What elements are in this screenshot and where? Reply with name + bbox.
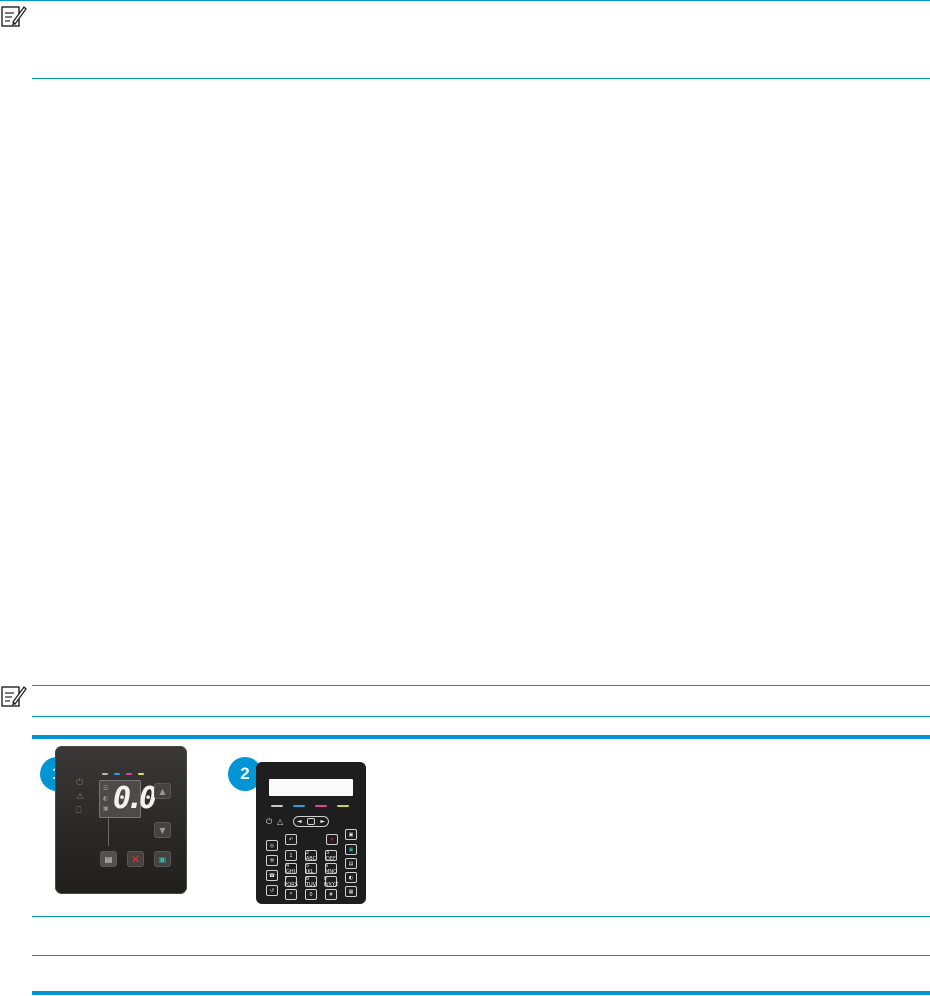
- fax-button[interactable]: ☎: [266, 870, 278, 881]
- note-icon: [1, 6, 27, 27]
- up-arrow-icon: ▲: [159, 786, 166, 796]
- panel1-display-digits: 0.0: [113, 781, 157, 816]
- wrench-icon: ⚒: [269, 857, 275, 864]
- copy-menu-icon: ▤: [348, 860, 354, 867]
- start-copy-button[interactable]: ▣: [154, 851, 171, 867]
- keypad-key[interactable]: 5 JKL: [305, 863, 317, 875]
- lighter-darker-icon: ◐: [348, 874, 354, 881]
- lighter-darker-button[interactable]: ◐: [345, 872, 357, 883]
- redial-icon: ↺: [269, 887, 275, 894]
- keypad-key[interactable]: 1: [285, 850, 297, 861]
- connector-line: [108, 816, 109, 846]
- keypad-key[interactable]: 8 TUV: [305, 875, 317, 888]
- ink-led-black: [102, 773, 108, 775]
- attention-icon: △: [277, 817, 284, 826]
- keypad-key[interactable]: 6 MNO: [325, 862, 338, 875]
- ink-led-yellow: [337, 805, 349, 807]
- right-arrow-icon[interactable]: ►: [320, 818, 325, 825]
- down-arrow-button[interactable]: ▼: [154, 822, 171, 838]
- panel2-display: [269, 779, 353, 796]
- copy-menu-button[interactable]: ▤: [345, 858, 357, 869]
- cancel-icon: ✕: [329, 836, 335, 843]
- ok-button[interactable]: [307, 818, 315, 825]
- note-top-rule: [0, 0, 930, 1]
- copy-menu-button[interactable]: ▤: [100, 851, 117, 867]
- control-panel-led: ⏻ ⚠ ⎕ ☰ ◐ ▣ 0.0 ▲ ▼ ▤ ✕ ▣: [55, 746, 187, 894]
- wireless-icon: ◎: [269, 842, 275, 849]
- ink-led-yellow: [138, 773, 144, 775]
- table-row-rule: [32, 955, 930, 956]
- start-fax-button[interactable]: ▣: [345, 829, 357, 840]
- keypad-key[interactable]: 0: [305, 889, 317, 900]
- fax-icon: ☎: [268, 872, 276, 879]
- start-copy-icon: ▣: [348, 846, 354, 853]
- cancel-button[interactable]: ✕: [326, 834, 338, 845]
- start-fax-icon: ▣: [348, 831, 354, 838]
- back-button[interactable]: ↶: [285, 834, 297, 845]
- ink-led-cyan: [114, 773, 120, 775]
- ink-led-cyan: [293, 805, 305, 807]
- table-top-rule: [32, 735, 930, 739]
- keypad-key[interactable]: 4 GHI: [285, 862, 297, 875]
- cancel-icon: ✕: [130, 852, 141, 866]
- ink-led-magenta: [126, 773, 132, 775]
- up-arrow-button[interactable]: ▲: [154, 783, 171, 799]
- navigation-rocker: ◄ ►: [293, 816, 329, 827]
- note-icon: [1, 686, 27, 707]
- note2-top-rule: [32, 685, 930, 686]
- panel1-display: ☰ ◐ ▣ 0.0: [99, 780, 157, 818]
- ready-icon: ⏻: [266, 817, 273, 826]
- down-arrow-icon: ▼: [159, 825, 166, 835]
- copies-icon: ☰: [103, 785, 109, 792]
- copy-settings-icon: ▦: [348, 888, 354, 895]
- cancel-button[interactable]: ✕: [127, 851, 144, 867]
- lighter-darker-icon: ◐: [103, 795, 109, 802]
- keypad-key[interactable]: #: [325, 889, 337, 900]
- keypad-key[interactable]: *: [285, 889, 297, 900]
- keypad-key[interactable]: 7 PQRS: [284, 875, 298, 888]
- copy-menu-icon: ▤: [104, 854, 113, 864]
- warning-icon: ⚠: [76, 792, 85, 802]
- ink-led-magenta: [315, 805, 327, 807]
- keypad-key[interactable]: 9 WXYZ: [323, 875, 339, 888]
- left-arrow-icon[interactable]: ◄: [297, 818, 302, 825]
- note2-bottom-rule: [32, 716, 930, 717]
- table-bottom-rule: [32, 991, 930, 995]
- note-bottom-rule: [32, 78, 930, 79]
- keypad-key[interactable]: 3 DEF: [325, 849, 337, 862]
- table-row-rule: [32, 916, 930, 917]
- power-icon: ⏻: [76, 778, 84, 788]
- wireless-button[interactable]: ◎: [266, 840, 278, 851]
- redial-button[interactable]: ↺: [266, 885, 278, 896]
- back-icon: ↶: [288, 836, 294, 843]
- copy-settings-button[interactable]: ▦: [345, 886, 357, 897]
- keypad-key[interactable]: 2 ABC: [305, 849, 317, 862]
- reduce-enlarge-icon: ▣: [103, 805, 109, 812]
- start-copy-button[interactable]: ▣: [345, 844, 357, 855]
- control-panel-lcd: ⏻ △ ◄ ► ↶ ◎ ⚒ ☎ ↺ ✕ ▣ ▣ ▤ ◐ ▦ 1 2 ABC 3 …: [256, 762, 366, 904]
- start-copy-icon: ▣: [158, 854, 167, 864]
- ink-led-black: [271, 805, 283, 807]
- supplies-icon: ⎕: [76, 806, 82, 816]
- setup-button[interactable]: ⚒: [266, 855, 278, 866]
